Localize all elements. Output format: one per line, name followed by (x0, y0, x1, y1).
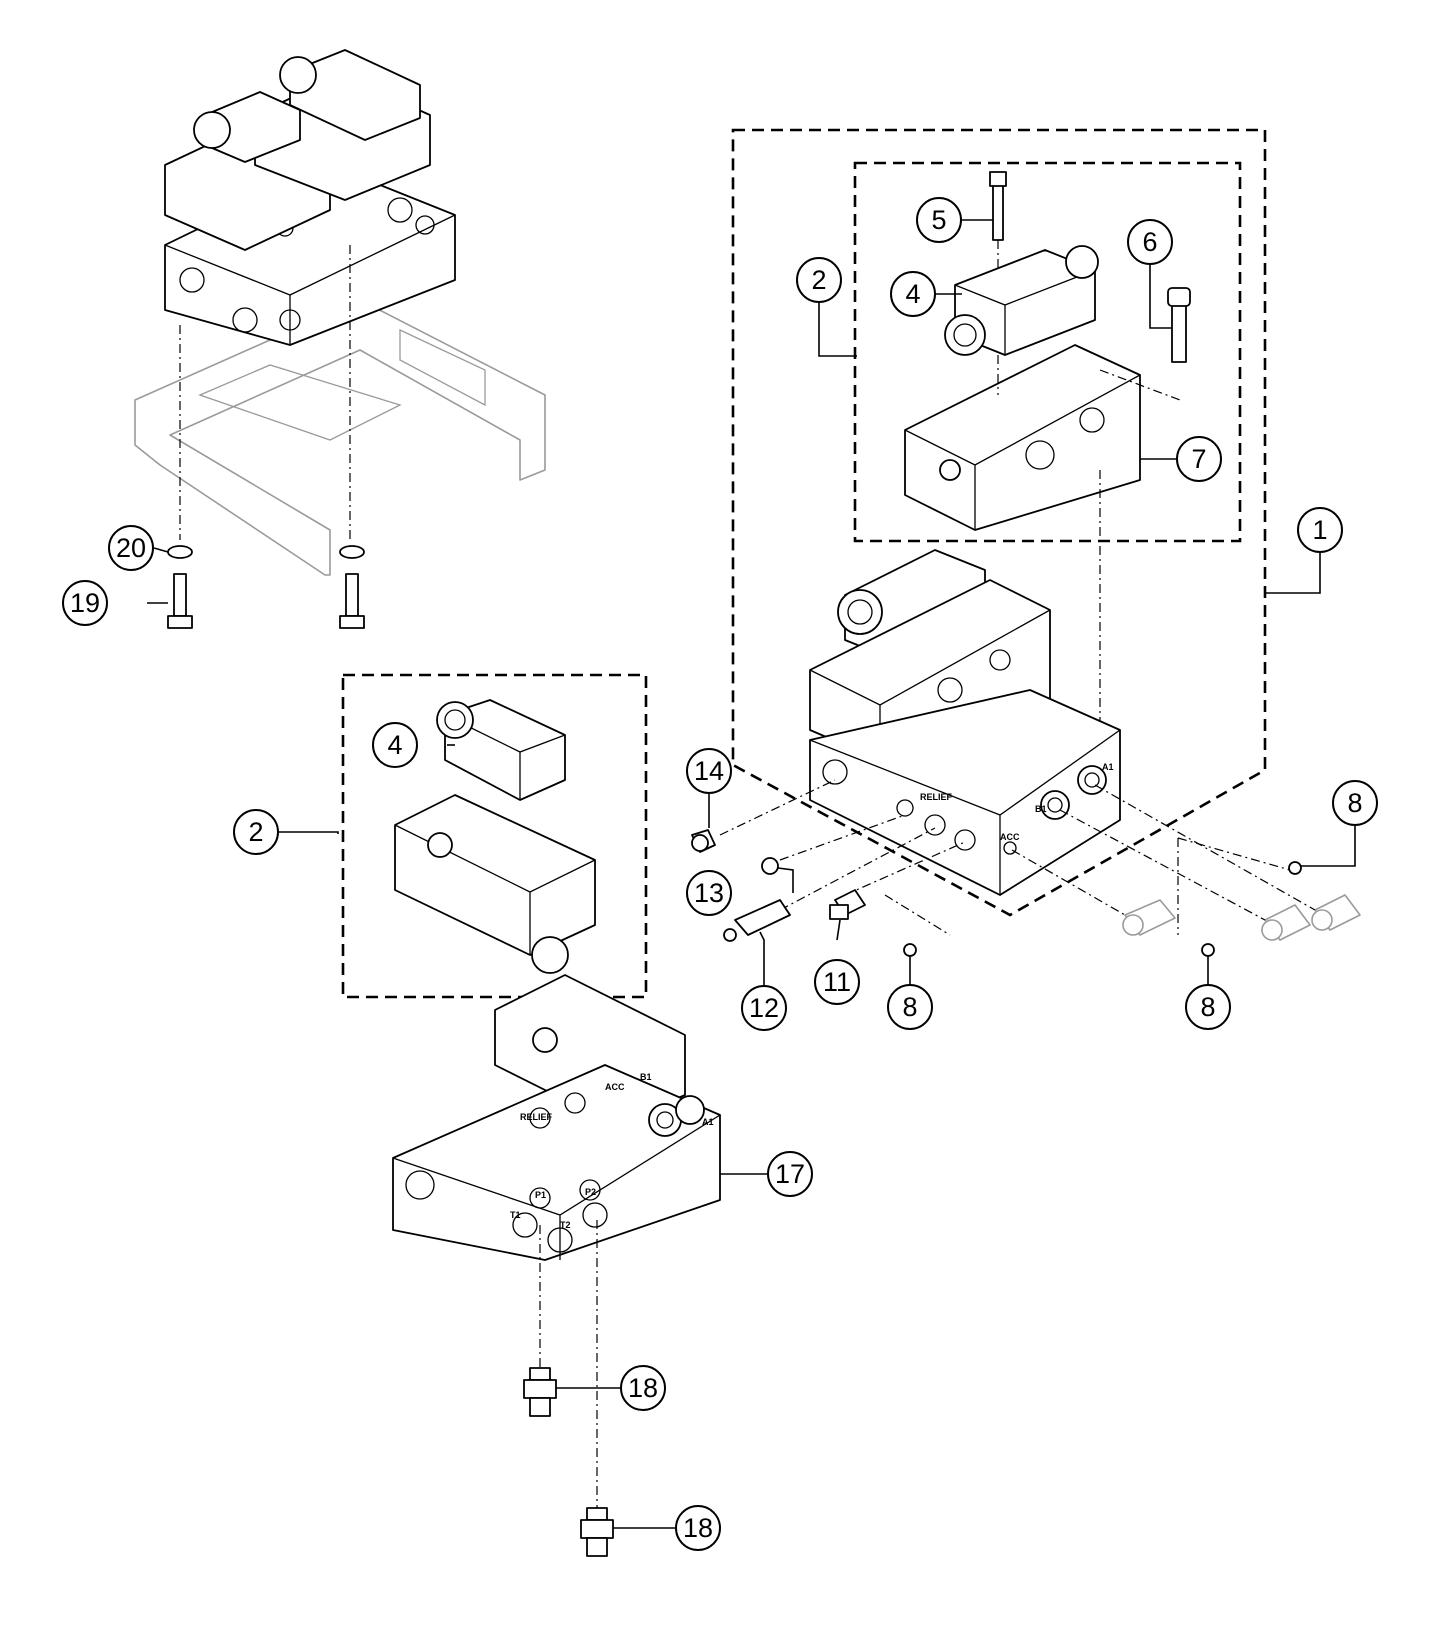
callout-2-upper: 2 (796, 257, 842, 303)
svg-text:4: 4 (905, 279, 920, 309)
port-label-t2-lower: T2 (560, 1220, 571, 1230)
port-label-t1-lower: T1 (510, 1210, 521, 1220)
svg-text:19: 19 (70, 588, 100, 618)
port-label-a1: A1 (1102, 762, 1114, 772)
mounting-bracket (134, 299, 546, 576)
valve-assembly-upper (904, 171, 1191, 730)
port-label-b1: B1 (1035, 804, 1047, 814)
svg-text:11: 11 (823, 967, 851, 997)
callout-17: 17 (767, 1151, 813, 1197)
valve-assembly-lower-left: RELIEF ACC B1 A1 P1 T1 P2 T2 (392, 699, 721, 1557)
callout-6: 6 (1127, 219, 1173, 265)
callout-11: 11 (814, 959, 860, 1005)
solenoid-4-lower (444, 699, 566, 801)
port-fittings-grey (1122, 894, 1361, 941)
washer-20-right (339, 545, 365, 559)
svg-text:20: 20 (116, 533, 146, 563)
svg-text:17: 17 (775, 1159, 805, 1189)
svg-text:7: 7 (1191, 444, 1206, 474)
callout-8-bottom-right: 8 (1185, 984, 1231, 1030)
oring-8-a (903, 943, 917, 957)
leader-lines (147, 219, 1356, 1529)
svg-text:12: 12 (749, 993, 779, 1023)
port-label-p1-lower: P1 (535, 1190, 546, 1200)
callout-5: 5 (916, 197, 962, 243)
callout-12: 12 (741, 985, 787, 1031)
svg-text:5: 5 (931, 205, 946, 235)
svg-text:4: 4 (387, 730, 402, 760)
oring-8-c (1288, 861, 1302, 875)
svg-text:14: 14 (694, 756, 724, 786)
port-label-relief-lower: RELIEF (520, 1112, 553, 1122)
directional-valve-7 (904, 344, 1141, 531)
bolt-19-left (173, 573, 187, 617)
valve-assembly-lower-right: RELIEF ACC B1 A1 (809, 549, 1121, 896)
svg-text:2: 2 (811, 265, 826, 295)
relief-valve-12 (734, 899, 791, 936)
svg-text:13: 13 (694, 878, 724, 908)
washer-20-left (167, 545, 193, 559)
callout-13: 13 (686, 870, 732, 916)
port-label-p2-lower: P2 (585, 1187, 596, 1197)
manifold-on-bracket-assembly (134, 49, 546, 629)
manifold-block-right (809, 689, 1121, 896)
svg-text:1: 1 (1312, 515, 1327, 545)
port-label-relief: RELIEF (920, 792, 953, 802)
svg-text:8: 8 (1200, 992, 1215, 1022)
small-parts-right (691, 779, 1316, 957)
svg-text:18: 18 (628, 1373, 658, 1403)
callout-18-upper: 18 (620, 1365, 666, 1411)
port-label-acc: ACC (1000, 832, 1020, 842)
callout-8-center: 8 (887, 984, 933, 1030)
manifold-block-17 (392, 1064, 721, 1261)
screw-5 (992, 177, 1004, 241)
oring-8-b (1201, 943, 1215, 957)
group-box-1 (731, 128, 1267, 917)
svg-text:2: 2 (248, 817, 263, 847)
callout-14: 14 (686, 748, 732, 794)
port-label-acc-lower: ACC (605, 1082, 625, 1092)
callout-18-lower: 18 (675, 1505, 721, 1551)
svg-text:6: 6 (1142, 227, 1157, 257)
svg-text:8: 8 (902, 992, 917, 1022)
callout-1: 1 (1297, 507, 1343, 553)
plug-13 (761, 857, 779, 875)
callout-8-right: 8 (1332, 780, 1378, 826)
callout-20: 20 (108, 525, 154, 571)
port-label-a1-lower: A1 (702, 1117, 714, 1127)
fitting-18-upper (523, 1367, 557, 1417)
svg-text:8: 8 (1347, 788, 1362, 818)
group-box-2-upper (853, 161, 1242, 543)
callout-2-lower: 2 (233, 809, 279, 855)
svg-text:18: 18 (683, 1513, 713, 1543)
callout-4-lower: 4 (372, 722, 418, 768)
solenoid-top-2 (289, 49, 421, 141)
callout-4-upper: 4 (890, 271, 936, 317)
callout-19: 19 (62, 580, 108, 626)
screw-6 (1171, 299, 1187, 363)
callout-7: 7 (1176, 436, 1222, 482)
port-label-b1-lower: B1 (640, 1072, 652, 1082)
group-box-2-lower (341, 673, 648, 999)
bolt-19-right (345, 573, 359, 617)
fitting-18-lower (580, 1507, 614, 1557)
